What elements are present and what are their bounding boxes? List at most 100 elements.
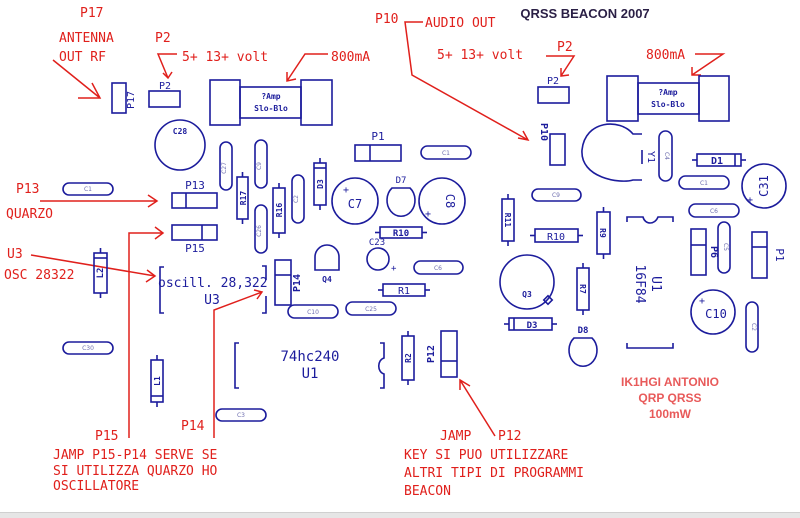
label-800ma-right: 800mA bbox=[646, 48, 685, 63]
crystal-y1 bbox=[581, 123, 642, 182]
capacitor-c2-right bbox=[745, 301, 759, 353]
capacitor-c30 bbox=[62, 341, 114, 355]
capacitor-c4 bbox=[658, 130, 673, 182]
label-p2-right-comp: P2 bbox=[547, 76, 559, 87]
label-16f84: 16F84 bbox=[632, 264, 647, 303]
capacitor-c3 bbox=[215, 408, 267, 422]
label-u3: U3 bbox=[7, 247, 23, 262]
label-c7: C7 bbox=[348, 197, 362, 211]
fuse-left-type: Slo-Blo bbox=[254, 104, 288, 113]
label-quarzo: QUARZO bbox=[6, 207, 53, 222]
label-d1: D1 bbox=[711, 156, 723, 167]
label-c9-left: C9 bbox=[256, 162, 263, 170]
label-p15-comp: P15 bbox=[185, 242, 205, 255]
label-p12: P12 bbox=[498, 429, 521, 444]
signature-line3: 100mW bbox=[649, 407, 692, 421]
label-out-rf: OUT RF bbox=[59, 50, 106, 65]
label-r17: R17 bbox=[239, 191, 248, 206]
label-r16: R16 bbox=[275, 203, 284, 218]
label-osc: OSC 28322 bbox=[4, 268, 74, 283]
800ma-right-arrow bbox=[691, 53, 726, 76]
right-board: P2 ?Amp Slo-Blo P10 Y1 C4 D1 C1 C31 + bbox=[499, 75, 787, 368]
connector-p1-right bbox=[751, 231, 768, 279]
svg-text:+: + bbox=[343, 185, 349, 196]
capacitor-c9-right bbox=[531, 188, 582, 202]
label-u3-comp: U3 bbox=[204, 293, 220, 308]
label-p2-left-comp: P2 bbox=[159, 81, 171, 92]
label-p1-right: P1 bbox=[773, 248, 786, 261]
capacitor-c10-left bbox=[287, 304, 339, 319]
label-c1-top: C1 bbox=[442, 150, 450, 157]
label-r10-left: R10 bbox=[393, 229, 409, 239]
capacitor-c5 bbox=[717, 221, 731, 274]
label-c1-right: C1 bbox=[700, 180, 708, 187]
label-c23: C23 bbox=[369, 238, 385, 248]
fuse-left: ?Amp Slo-Blo bbox=[209, 79, 333, 126]
label-oscillator: oscill. 28,322 bbox=[158, 276, 268, 291]
capacitor-c2 bbox=[291, 174, 305, 224]
label-volt-left: 5+ 13+ volt bbox=[182, 50, 268, 65]
jamp-note-line2: SI UTILIZZA QUARZO HO bbox=[53, 464, 218, 479]
ic-u1-74hc240-outline bbox=[234, 342, 385, 389]
label-u1-right: U1 bbox=[648, 276, 663, 292]
label-c10-right: C10 bbox=[705, 307, 727, 321]
jumper-p14 bbox=[274, 259, 292, 306]
signature-line2: QRP QRSS bbox=[638, 391, 701, 405]
label-p2-right: P2 bbox=[557, 40, 573, 55]
label-l2: L2 bbox=[96, 268, 106, 279]
label-p1-left: P1 bbox=[371, 130, 384, 143]
audio-out-arrow bbox=[404, 21, 530, 142]
jumper-p15 bbox=[171, 224, 218, 241]
label-c9-right: C9 bbox=[552, 192, 560, 199]
label-d8: D8 bbox=[578, 326, 589, 336]
key-note-line1: KEY SI PUO UTILIZZARE bbox=[404, 448, 568, 463]
fuse-right-rating: ?Amp bbox=[658, 88, 677, 97]
connector-p2-left bbox=[148, 90, 181, 108]
label-c1-left: C1 bbox=[84, 186, 92, 193]
label-c4: C4 bbox=[663, 152, 670, 160]
antenna-arrow bbox=[52, 59, 102, 99]
transistor-q4 bbox=[314, 244, 340, 271]
connector-p10 bbox=[549, 133, 566, 166]
label-p2-left: P2 bbox=[155, 31, 171, 46]
svg-text:+: + bbox=[425, 209, 431, 220]
capacitor-c8 bbox=[418, 177, 466, 225]
connector-p1-left bbox=[354, 144, 402, 162]
label-c31: C31 bbox=[757, 175, 771, 197]
label-l1: L1 bbox=[153, 376, 162, 386]
p2-left-arrow bbox=[156, 53, 177, 80]
svg-text:+: + bbox=[391, 264, 397, 274]
label-u1-left: U1 bbox=[302, 366, 319, 382]
label-p15: P15 bbox=[95, 429, 118, 444]
label-c2-right: C2 bbox=[750, 323, 757, 331]
label-c28: C28 bbox=[173, 127, 188, 136]
label-r11: R11 bbox=[503, 213, 512, 228]
capacitor-c1-top bbox=[420, 145, 472, 160]
capacitor-c1-left bbox=[62, 182, 114, 196]
key-note-line2: ALTRI TIPI DI PROGRAMMI bbox=[404, 466, 584, 481]
label-audio-out: AUDIO OUT bbox=[425, 16, 496, 31]
label-p6: P6 bbox=[708, 246, 719, 258]
label-800ma-left: 800mA bbox=[331, 50, 370, 65]
diode-d8 bbox=[568, 337, 598, 368]
p2-right-arrow bbox=[546, 55, 576, 77]
capacitor-c23 bbox=[366, 247, 390, 271]
label-c6-right: C6 bbox=[710, 208, 718, 215]
capacitor-c28 bbox=[154, 119, 206, 171]
capacitor-c6-left bbox=[413, 260, 464, 275]
author-signature: IK1HGI ANTONIO QRP QRSS 100mW bbox=[621, 375, 719, 421]
label-c3: C3 bbox=[237, 412, 245, 419]
label-d3-left: D3 bbox=[316, 179, 325, 189]
label-p13: P13 bbox=[16, 182, 39, 197]
jumper-p13 bbox=[171, 192, 218, 209]
fuse-right-type: Slo-Blo bbox=[651, 100, 685, 109]
label-c8: C8 bbox=[443, 194, 457, 208]
capacitor-c9-left bbox=[254, 139, 268, 189]
label-antenna: ANTENNA bbox=[59, 31, 114, 46]
label-p14: P14 bbox=[181, 419, 205, 434]
fuse-left-rating: ?Amp bbox=[261, 92, 280, 101]
capacitor-c27 bbox=[219, 141, 233, 191]
jumper-p12 bbox=[440, 330, 458, 378]
capacitor-c25 bbox=[345, 301, 397, 316]
